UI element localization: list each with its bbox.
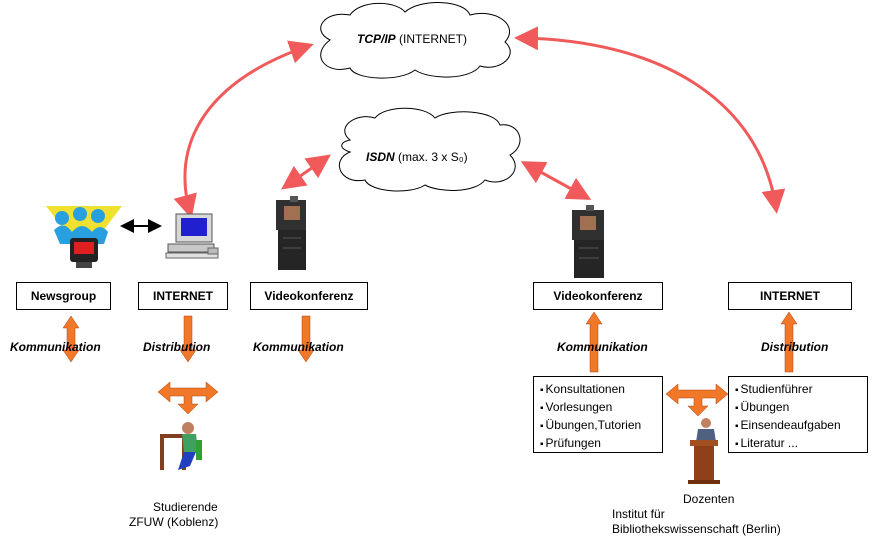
tcpip-cloud-label: TCP/IP (INTERNET)	[357, 32, 467, 46]
caption-dozenten: Dozenten	[683, 492, 735, 506]
newsgroup-icon	[46, 206, 122, 268]
tcpip-label-italic: TCP/IP	[357, 32, 396, 46]
videoconference-unit-left	[276, 196, 306, 270]
box-videokonferenz-right: Videokonferenz	[533, 282, 663, 310]
orange-arrow-internet-left	[179, 315, 197, 363]
box-newsgroup: Newsgroup	[16, 282, 111, 310]
tcpip-arc-left	[173, 40, 314, 219]
tcpip-cloud	[320, 2, 511, 79]
list-item: Studienführer	[735, 381, 861, 399]
isdn-cloud-label: ISDN (max. 3 x S₀)	[366, 150, 468, 164]
label-distribution-right: Distribution	[761, 340, 829, 354]
isdn-label-italic: ISDN	[366, 150, 395, 164]
orange-tsplit-students	[157, 381, 219, 415]
tcpip-arc-right	[514, 26, 786, 214]
orange-arrow-videokonferenz-right	[585, 311, 603, 373]
box-internet-left: INTERNET	[138, 282, 228, 310]
caption-studierende: Studierende	[153, 500, 218, 514]
videoconference-unit-right	[572, 205, 604, 278]
tcpip-label-rest: (INTERNET)	[399, 32, 468, 46]
label-kommunikation-2: Kommunikation	[253, 340, 344, 354]
label-distribution-left: Distribution	[143, 340, 211, 354]
label-kommunikation-1: Kommunikation	[10, 340, 101, 354]
caption-bibliothekswissenschaft: Bibliothekswissenschaft (Berlin)	[612, 522, 781, 536]
list-kommunikation-items: Konsultationen Vorlesungen Übungen,Tutor…	[533, 376, 663, 453]
list-item: Literatur ...	[735, 435, 861, 453]
list-item: Übungen	[735, 399, 861, 417]
lecturer-icon	[688, 418, 720, 484]
label-kommunikation-right: Kommunikation	[557, 340, 648, 354]
student-icon	[160, 422, 202, 470]
isdn-arrow-left	[281, 154, 331, 190]
caption-institut: Institut für	[612, 507, 665, 521]
isdn-arrow-right	[520, 161, 592, 200]
list-item: Übungen,Tutorien	[540, 417, 656, 435]
box-internet-right: INTERNET	[728, 282, 852, 310]
box-videokonferenz-left: Videokonferenz	[250, 282, 368, 310]
isdn-cloud	[338, 107, 521, 192]
orange-tsplit-dozenten	[665, 383, 729, 417]
isdn-label-rest: (max. 3 x S₀)	[398, 150, 468, 164]
list-distribution-items: Studienführer Übungen Einsendeaufgaben L…	[728, 376, 868, 453]
list-item: Vorlesungen	[540, 399, 656, 417]
list-item: Einsendeaufgaben	[735, 417, 861, 435]
orange-arrow-videokonferenz-left	[297, 315, 315, 363]
orange-arrow-newsgroup	[62, 315, 80, 363]
caption-zfuw: ZFUW (Koblenz)	[129, 515, 219, 529]
list-item: Konsultationen	[540, 381, 656, 399]
list-item: Prüfungen	[540, 435, 656, 453]
orange-arrow-internet-right	[780, 311, 798, 373]
computer-icon	[165, 213, 219, 259]
